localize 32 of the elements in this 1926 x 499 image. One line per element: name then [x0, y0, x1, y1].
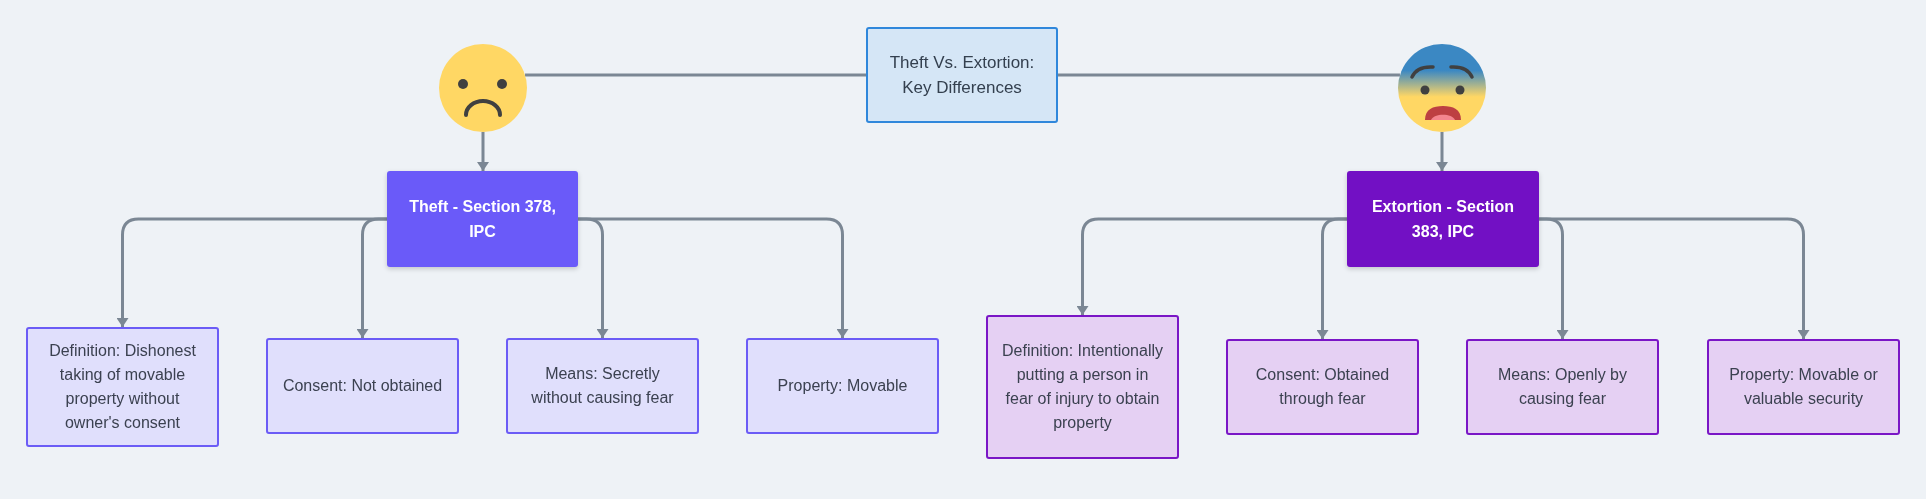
arrow	[1316, 217, 1347, 339]
arrow	[477, 132, 489, 171]
arrow	[1539, 217, 1810, 339]
section-box	[1347, 171, 1539, 267]
criterion-box	[506, 338, 699, 434]
section-heading: Extortion - Section 383, IPC	[1370, 197, 1516, 242]
criterion-text: Property: Movable or valuable security	[1728, 365, 1879, 409]
title-text: Theft Vs. Extortion: Key Differences	[888, 52, 1036, 99]
criterion-box	[1707, 339, 1900, 435]
title-box	[866, 27, 1058, 123]
fearful-face-icon	[1398, 44, 1486, 132]
criterion-text: Property: Movable	[777, 376, 908, 396]
sad-face-icon	[439, 44, 527, 132]
arrow	[1436, 132, 1448, 171]
criterion-text: Consent: Not obtained	[282, 376, 443, 396]
criterion-box	[26, 327, 219, 447]
criterion-text: Definition: Intentionally putting a person in fear of injury to obtain property	[1001, 341, 1164, 433]
section-heading: Theft - Section 378, IPC	[408, 197, 557, 242]
section-box	[387, 171, 578, 267]
criterion-box	[1226, 339, 1419, 435]
criterion-box	[986, 315, 1179, 459]
criterion-box	[266, 338, 459, 434]
criterion-text: Means: Secretly without causing fear	[530, 364, 675, 408]
connector-line	[525, 73, 866, 77]
criterion-text: Consent: Obtained through fear	[1254, 365, 1391, 409]
arrow	[578, 217, 849, 338]
criterion-text: Definition: Dishonest taking of movable property without owner's consent	[48, 341, 197, 433]
connector-line	[1058, 73, 1400, 77]
arrow	[356, 217, 387, 338]
criterion-box	[1466, 339, 1659, 435]
criterion-box	[746, 338, 939, 434]
criterion-text: Means: Openly by causing fear	[1497, 365, 1628, 409]
